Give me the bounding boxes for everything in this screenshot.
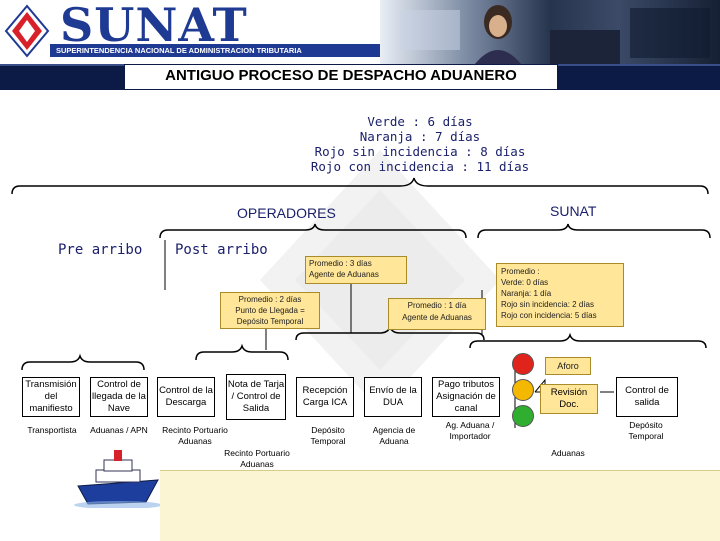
step-label: Transmisión del manifiesto [23,379,79,415]
actor-aduanas: Aduanas [540,448,596,459]
actor-deposito-1: Depósito Temporal [296,425,360,447]
step-label: Recepción Carga ICA [297,385,353,409]
step-transmision: Transmisión del manifiesto [22,377,80,417]
actor-recinto-2: Recinto Portuario Aduanas [212,448,302,470]
post-arribo-label: Post arribo [175,242,268,258]
main-brace [12,178,708,194]
note-sunat-promedio: Promedio : Verde: 0 días Naranja: 1 día … [496,263,624,327]
actor-recinto-1: Recinto Portuario Aduanas [150,425,240,447]
pre-arribo-brace [22,356,144,370]
sunat-brace [478,224,710,238]
ship-icon [74,446,164,508]
step-label: Revisión Doc. [541,387,597,411]
operadores-brace [160,224,466,238]
actor-deposito-2: Depósito Temporal [614,420,678,442]
note-punto-llegada: Promedio : 2 días Punto de Llegada = Dep… [220,292,320,329]
aforo-label: Aforo [545,357,591,375]
bottom-band [160,470,720,541]
note-agente-1dia: Promedio : 1 día Agente de Aduanas [388,298,486,330]
step-label: Envío de la DUA [365,385,421,409]
step-revision-doc: Revisión Doc. [540,384,598,414]
step-pago-tributos: Pago tributos Asignación de canal [432,377,500,417]
actor-transportista: Transportista [12,425,92,436]
note-agente-3dias: Promedio : 3 días Agente de Aduanas [305,256,407,284]
actor-ag-aduana-importador: Ag. Aduana / Importador [432,420,508,442]
red-light-icon [512,353,534,375]
step-label: Control de llegada de la Nave [91,379,147,415]
step-label: Control de salida [617,385,677,409]
step-label: Pago tributos Asignación de canal [433,379,499,415]
actor-agencia-aduana: Agencia de Aduana [362,425,426,447]
operadores-label: OPERADORES [237,205,336,221]
actor-aduanas-apn: Aduanas / APN [84,425,154,436]
step-control-salida: Control de salida [616,377,678,417]
brace-sunat-steps [470,335,706,348]
step-envio-dua: Envío de la DUA [364,377,422,417]
step-control-llegada: Control de llegada de la Nave [90,377,148,417]
step-label: Control de la Descarga [158,385,214,409]
step-control-descarga: Control de la Descarga [157,377,215,417]
step-nota-tarja: Nota de Tarja / Control de Salida [226,374,286,420]
step-label: Nota de Tarja / Control de Salida [227,379,285,415]
brace-descarga [196,346,288,360]
step-recepcion-carga: Recepción Carga ICA [296,377,354,417]
amber-light-icon [512,379,534,401]
pre-arribo-label: Pre arribo [58,242,142,258]
sunat-label: SUNAT [550,203,596,219]
green-light-icon [512,405,534,427]
